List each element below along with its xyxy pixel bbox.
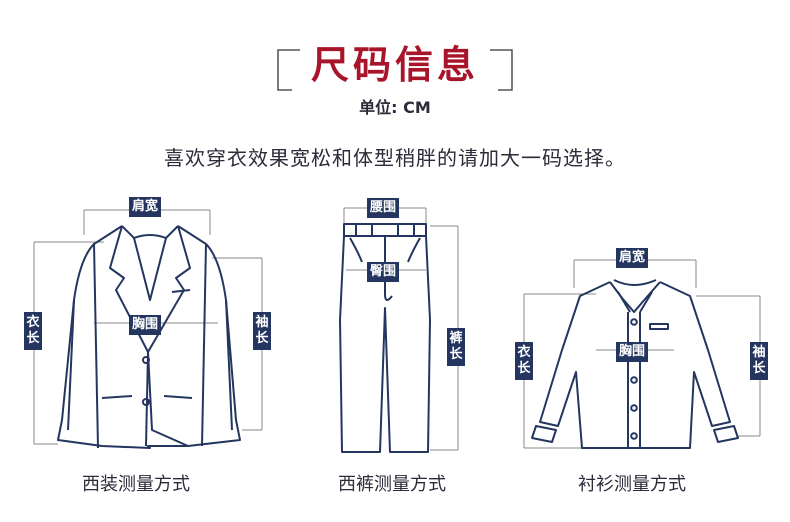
suit-chest-tag: 胸围 [129,315,162,335]
suit-outline [57,225,241,449]
pants-waist-tag: 腰围 [367,198,400,218]
pants-length-tag: 裤长 [447,328,465,366]
title-frame [277,49,513,91]
pants-guides [343,207,459,451]
shirt-outline [531,279,739,449]
shirt-sleeve-tag: 袖长 [750,342,768,380]
unit-label: 单位: CM [359,98,431,117]
shirt-chest-tag: 胸围 [616,342,649,362]
page-title: 尺码信息 [310,43,479,87]
pants-caption: 西裤测量方式 [338,474,446,495]
pants-hip-tag: 臀围 [367,262,400,282]
suit-caption: 西装测量方式 [82,474,190,495]
shirt-caption: 衬衫测量方式 [578,474,686,495]
shirt-length-tag: 衣长 [515,342,533,380]
size-tip: 喜欢穿衣效果宽松和体型稍胖的请加大一码选择。 [164,146,626,170]
shirt-shoulder-tag: 肩宽 [616,248,649,268]
suit-guides [33,209,263,445]
suit-shoulder-tag: 肩宽 [129,197,162,217]
pants-outline [339,223,431,453]
suit-sleeve-tag: 袖长 [253,312,271,350]
suit-length-tag: 衣长 [24,312,42,350]
